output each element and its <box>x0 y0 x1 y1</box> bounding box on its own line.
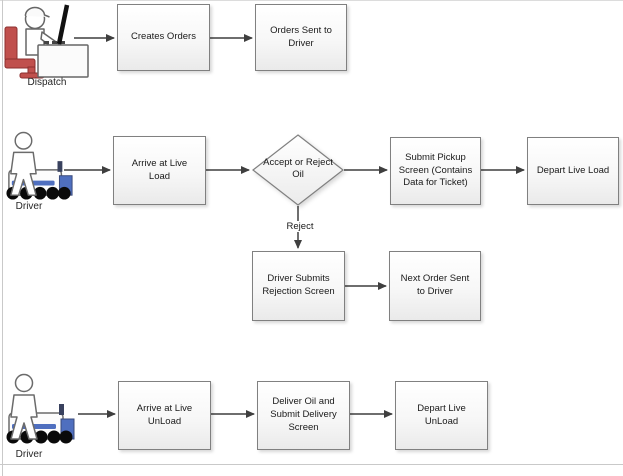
node-orders-sent-to-driver[interactable]: Orders Sent to Driver <box>255 4 347 71</box>
node-arrive-at-live-unload[interactable]: Arrive at Live UnLoad <box>118 381 211 450</box>
node-label: Driver Submits Rejection Screen <box>262 273 335 297</box>
node-depart-live-unload[interactable]: Depart Live UnLoad <box>395 381 488 450</box>
node-label: Creates Orders <box>131 31 196 43</box>
node-arrive-at-live-load[interactable]: Arrive at Live Load <box>113 136 206 205</box>
node-depart-live-load[interactable]: Depart Live Load <box>527 137 619 205</box>
node-submit-pickup-screen[interactable]: Submit Pickup Screen (Contains Data for … <box>390 137 481 205</box>
node-driver-submits-rejection[interactable]: Driver Submits Rejection Screen <box>252 251 345 321</box>
node-next-order-sent-to-driver[interactable]: Next Order Sent to Driver <box>389 251 481 321</box>
dispatch-person-at-desk-icon[interactable] <box>4 3 90 79</box>
page-edge-left <box>2 0 3 476</box>
node-label: Orders Sent to Driver <box>270 24 332 49</box>
node-label: Depart Live Load <box>536 164 610 176</box>
node-label: Deliver Oil and Submit Delivery Screen <box>270 396 337 433</box>
decision-accept-or-reject-oil[interactable]: Accept or Reject Oil <box>250 132 346 208</box>
node-label: Next Order Sent to Driver <box>400 273 470 297</box>
driver-with-truck-icon[interactable] <box>3 373 79 445</box>
node-label: Arrive at Live UnLoad <box>136 402 193 427</box>
node-label: Submit Pickup Screen (Contains Data for … <box>398 151 473 189</box>
reject-edge-label: Reject <box>280 221 320 232</box>
node-deliver-oil-and-submit-delivery[interactable]: Deliver Oil and Submit Delivery Screen <box>257 381 350 450</box>
actor-label-driver-unload: Driver <box>15 449 43 460</box>
node-creates-orders[interactable]: Creates Orders <box>117 4 210 71</box>
node-label: Depart Live UnLoad <box>417 402 466 427</box>
actor-label-driver-load: Driver <box>15 201 43 212</box>
decision-label: Accept or Reject Oil <box>263 157 333 181</box>
page-edge-bottom <box>0 464 623 465</box>
actor-label-dispatch: Dispatch <box>27 77 67 88</box>
node-label: Arrive at Live Load <box>131 157 188 182</box>
driver-with-truck-icon[interactable] <box>3 131 77 201</box>
page-edge-top <box>0 0 623 1</box>
